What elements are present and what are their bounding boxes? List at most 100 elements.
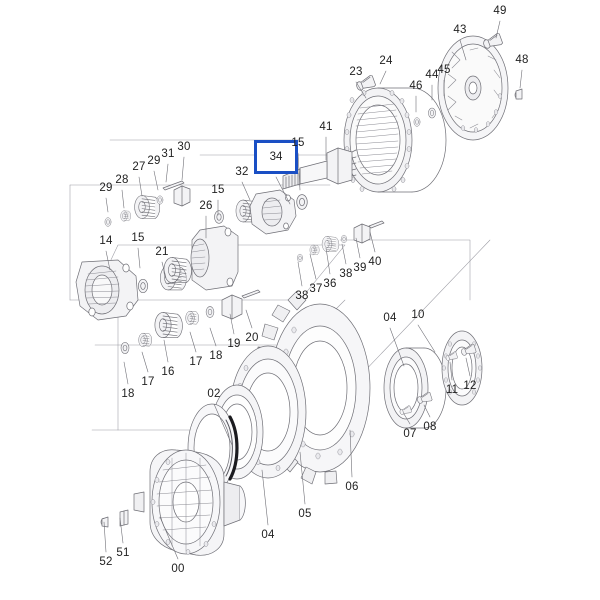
gear-16: [154, 311, 183, 339]
leader-line-27: [138, 176, 143, 197]
washer-15c: [296, 194, 308, 210]
leader-line-16: [163, 339, 169, 363]
leader-line-12: [465, 357, 471, 377]
callout-label-36: 36: [323, 278, 337, 290]
leader-line-15: [297, 152, 301, 191]
callout-label-18: 18: [209, 350, 223, 362]
leader-line-08: [423, 404, 431, 418]
cover-plate-43: [437, 35, 509, 141]
leader-line-51: [119, 517, 124, 544]
leader-line-18: [123, 361, 129, 385]
callout-label-39: 39: [353, 262, 367, 274]
leader-line-11: [449, 361, 453, 381]
callout-label-21: 21: [155, 246, 169, 258]
leader-line-05: [299, 451, 306, 505]
washer-15b: [214, 210, 224, 224]
leader-line-10: [417, 324, 436, 353]
leader-line-15: [137, 247, 141, 269]
callout-label-17: 17: [189, 356, 203, 368]
highlight-box-part-34[interactable]: 34: [254, 140, 298, 174]
callout-label-27: 27: [132, 161, 146, 173]
callout-label-08: 08: [423, 421, 437, 433]
callout-label-04: 04: [383, 312, 397, 324]
callout-label-28: 28: [115, 174, 129, 186]
callout-label-48: 48: [515, 54, 529, 66]
callout-label-04: 04: [261, 529, 275, 541]
leader-line-17: [141, 351, 149, 373]
callout-label-15: 15: [211, 184, 225, 196]
washer-29b: [156, 195, 164, 205]
callout-label-30: 30: [177, 141, 191, 153]
leader-line-38: [341, 243, 347, 265]
callout-label-38: 38: [295, 290, 309, 302]
leader-line-14: [105, 250, 111, 271]
sun-gear-shaft-41: [282, 147, 357, 190]
callout-label-02: 02: [207, 388, 221, 400]
leader-line-04: [261, 469, 269, 526]
callout-label-00: 00: [171, 563, 185, 575]
leader-line-30: [181, 156, 185, 181]
callout-label-06: 06: [345, 481, 359, 493]
callout-label-18: 18: [121, 388, 135, 400]
callout-label-20: 20: [245, 332, 259, 344]
callout-label-46: 46: [409, 80, 423, 92]
bearing-04: [383, 347, 447, 429]
plug-51: [119, 509, 129, 527]
callout-label-40: 40: [368, 256, 382, 268]
callout-label-14: 14: [99, 235, 113, 247]
callout-label-17: 17: [141, 376, 155, 388]
callout-label-52: 52: [99, 556, 113, 568]
leader-line-00: [159, 516, 179, 560]
gear-cluster-27-31: [104, 180, 191, 227]
pin-20: [241, 289, 261, 299]
gear-21b: [163, 256, 192, 284]
callout-label-23: 23: [349, 66, 363, 78]
callout-label-37: 37: [309, 283, 323, 295]
callout-label-38: 38: [339, 268, 353, 280]
leader-line-48: [519, 69, 523, 89]
callout-label-11: 11: [445, 384, 459, 396]
bearing-28: [120, 210, 132, 222]
callout-label-43: 43: [453, 24, 467, 36]
leader-line-29: [153, 170, 159, 191]
leader-line-24: [379, 70, 387, 85]
housing-32: [249, 189, 297, 235]
washer-38a: [296, 253, 304, 263]
callout-label-16: 16: [161, 366, 175, 378]
leader-line-49: [495, 20, 501, 39]
leader-line-02: [213, 403, 233, 446]
bearing-17a: [138, 332, 153, 348]
leader-line-19: [229, 313, 235, 335]
leader-lines: [103, 20, 523, 560]
callout-label-44: 44: [425, 69, 439, 81]
gear-36: [321, 236, 340, 252]
callout-label-07: 07: [403, 428, 417, 440]
leader-line-52: [103, 521, 107, 553]
callout-label-32: 32: [235, 166, 249, 178]
leader-line-40: [369, 231, 376, 253]
washer-29a: [104, 217, 112, 227]
roller-39: [353, 223, 371, 244]
bearing-17b: [185, 310, 200, 326]
callout-label-29: 29: [99, 182, 113, 194]
leader-line-28: [121, 189, 125, 209]
leader-line-21: [161, 261, 167, 279]
callout-label-24: 24: [379, 55, 393, 67]
pin-40: [368, 220, 385, 229]
callout-label-51: 51: [116, 547, 130, 559]
leader-line-31: [165, 163, 169, 183]
washer-15a: [137, 278, 149, 294]
callout-label-12: 12: [463, 380, 477, 392]
planet-carrier-26: [190, 225, 239, 291]
leader-line-37: [309, 253, 317, 280]
leader-line-07: [403, 413, 411, 425]
callout-label-05: 05: [298, 508, 312, 520]
hydraulic-motor-00: [133, 449, 246, 556]
leader-line-43: [459, 39, 467, 61]
shaft-parts-36-40: [296, 220, 385, 263]
callout-label-45: 45: [437, 64, 451, 76]
callout-label-49: 49: [493, 5, 507, 17]
bearing-37: [309, 244, 320, 256]
